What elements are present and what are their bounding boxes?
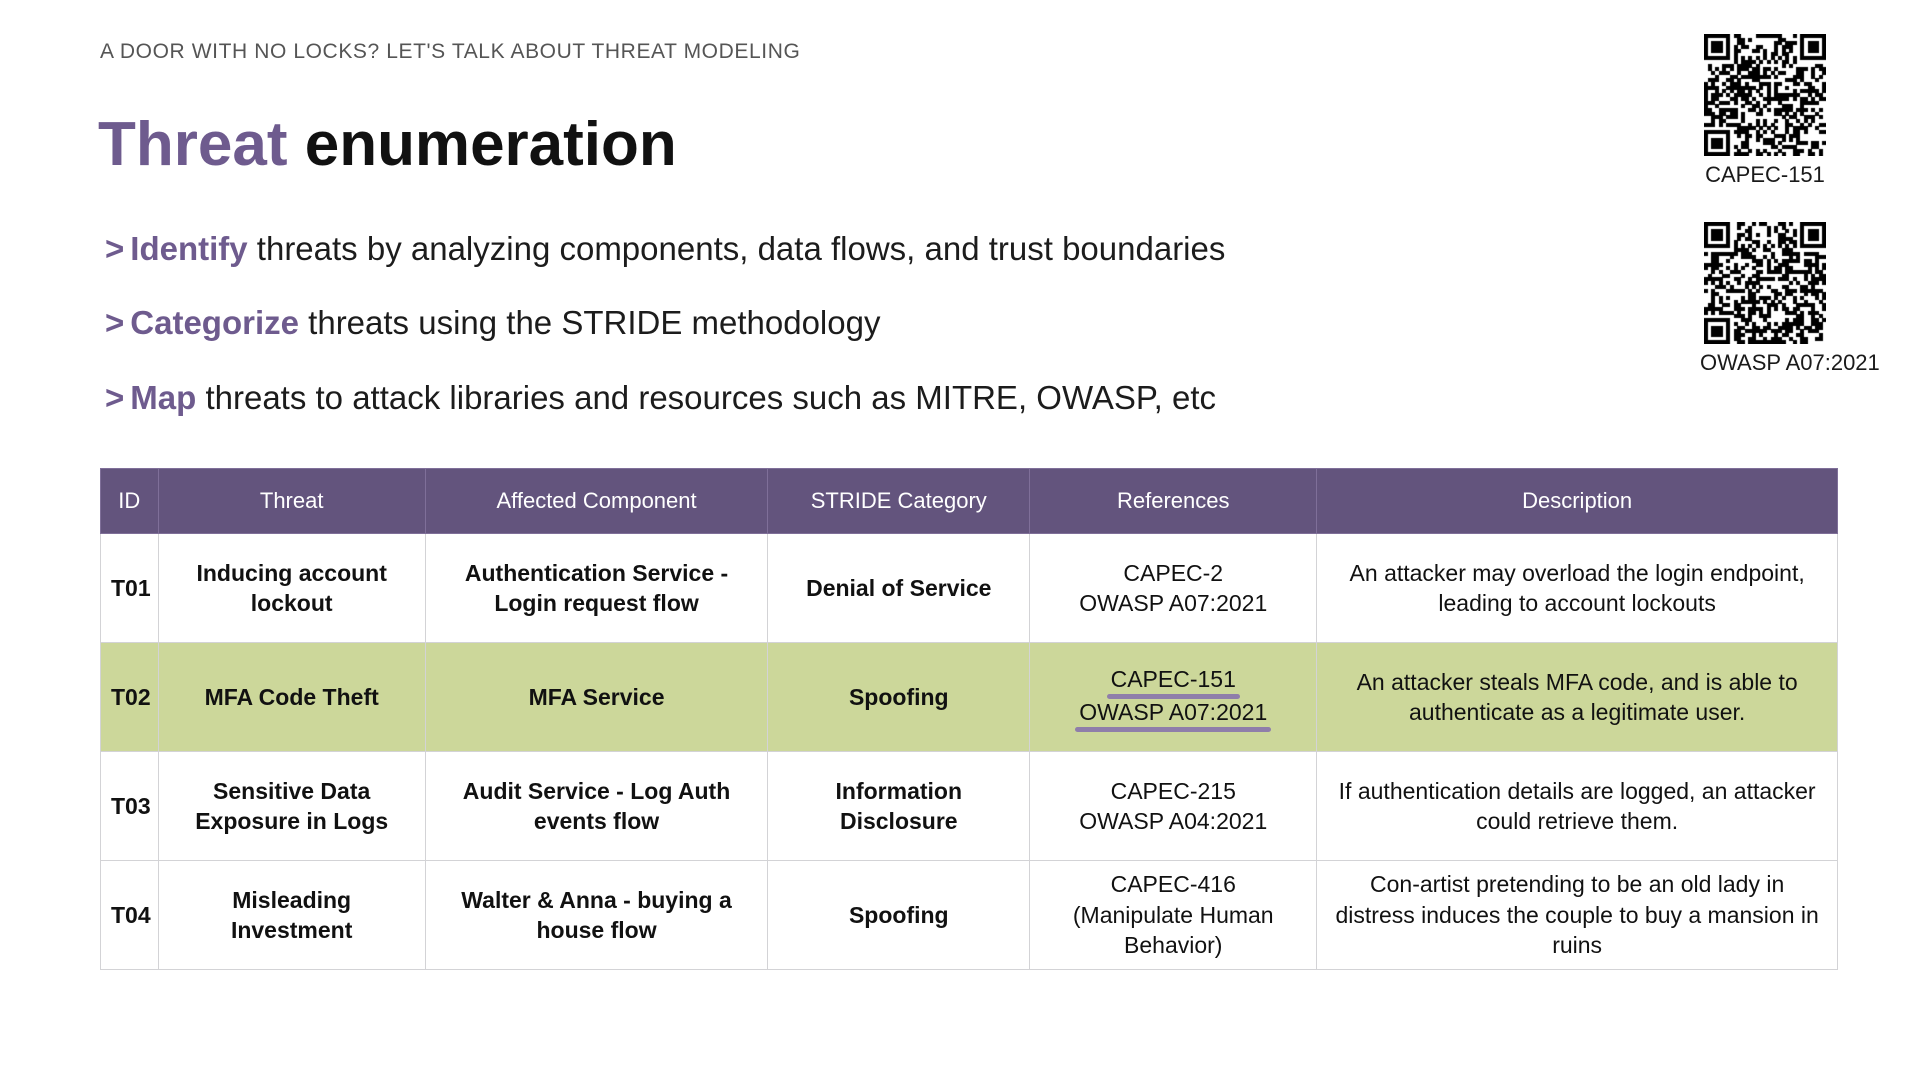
bullet-list: >Identify threats by analyzing component… [105, 228, 1505, 451]
reference-text: CAPEC-416 [1110, 871, 1236, 898]
page-title: Threat enumeration [98, 112, 677, 177]
page-title-accent: Threat [98, 110, 288, 179]
bullet-item-identify: >Identify threats by analyzing component… [105, 228, 1505, 269]
cell-component: Authentication Service - Login request f… [424, 533, 769, 643]
cell-stride: Spoofing [767, 642, 1031, 752]
cell-description: Con-artist pretending to be an old lady … [1316, 860, 1838, 970]
cell-stride: Spoofing [767, 860, 1031, 970]
cell-threat: Misleading Investment [157, 860, 426, 970]
reference-text: OWASP A04:2021 [1079, 808, 1268, 834]
bullet-lead-map: Map [130, 378, 197, 416]
cell-id: T03 [100, 751, 159, 861]
column-header-references[interactable]: References [1029, 468, 1318, 534]
reference-text: CAPEC-215 [1110, 777, 1236, 804]
qr-caption-owasp: OWASP A07:2021 [1700, 350, 1880, 375]
bullet-text-categorize: threats using the STRIDE methodology [299, 304, 881, 342]
bullet-lead-identify: Identify [130, 230, 248, 267]
cell-threat: MFA Code Theft [157, 642, 426, 752]
column-header-description[interactable]: Description [1316, 468, 1838, 534]
reference-text: OWASP A07:2021 [1079, 590, 1268, 616]
cell-references: CAPEC-416 (Manipulate Human Behavior) [1029, 860, 1318, 970]
cell-id: T02 [100, 642, 159, 752]
cell-component: Walter & Anna - buying a house flow [424, 860, 769, 970]
bullet-item-categorize: >Categorize threats using the STRIDE met… [105, 302, 1505, 343]
qr-caption-capec: CAPEC-151 [1705, 162, 1825, 187]
cell-stride: Denial of Service [767, 533, 1031, 643]
threat-table-wrapper: ID Threat Affected Component STRIDE Cate… [100, 468, 1838, 970]
reference-text: CAPEC-2 [1123, 559, 1224, 586]
page-title-rest: enumeration [287, 110, 677, 179]
column-header-threat[interactable]: Threat [157, 468, 426, 534]
reference-link-underlined[interactable]: OWASP A07:2021 [1075, 697, 1272, 733]
bullet-text-identify: threats by analyzing components, data fl… [247, 230, 1226, 267]
column-header-stride[interactable]: STRIDE Category [767, 468, 1031, 534]
column-header-component[interactable]: Affected Component [424, 468, 769, 534]
chevron-right-icon: > [105, 378, 125, 416]
chevron-right-icon: > [105, 230, 125, 267]
qr-code-block-capec[interactable]: CAPEC-151 [1700, 34, 1830, 188]
reference-link-underlined[interactable]: CAPEC-151 [1106, 664, 1241, 700]
qr-code-icon[interactable] [1704, 222, 1826, 344]
cell-id: T04 [100, 860, 159, 970]
reference-text: (Manipulate Human Behavior) [1072, 901, 1274, 959]
bullet-item-map: >Map threats to attack libraries and res… [105, 377, 1505, 418]
cell-description: If authentication details are logged, an… [1316, 751, 1838, 861]
cell-component: MFA Service [424, 642, 769, 752]
threat-table: ID Threat Affected Component STRIDE Cate… [100, 468, 1838, 970]
chevron-right-icon: > [105, 304, 125, 342]
cell-description: An attacker may overload the login endpo… [1316, 533, 1838, 643]
cell-threat: Inducing account lockout [157, 533, 426, 643]
cell-id: T01 [100, 533, 159, 643]
slide-kicker: A DOOR WITH NO LOCKS? LET'S TALK ABOUT T… [100, 40, 801, 63]
cell-stride: Information Disclosure [767, 751, 1031, 861]
bullet-text-map: threats to attack libraries and resource… [196, 378, 1217, 416]
cell-description: An attacker steals MFA code, and is able… [1316, 642, 1838, 752]
qr-code-icon[interactable] [1704, 34, 1826, 156]
cell-threat: Sensitive Data Exposure in Logs [157, 751, 426, 861]
cell-component: Audit Service - Log Auth events flow [424, 751, 769, 861]
bullet-lead-categorize: Categorize [130, 304, 299, 342]
column-header-id[interactable]: ID [100, 468, 159, 534]
qr-code-block-owasp[interactable]: OWASP A07:2021 [1700, 222, 1880, 376]
table-header-row: ID Threat Affected Component STRIDE Cate… [100, 468, 1838, 534]
